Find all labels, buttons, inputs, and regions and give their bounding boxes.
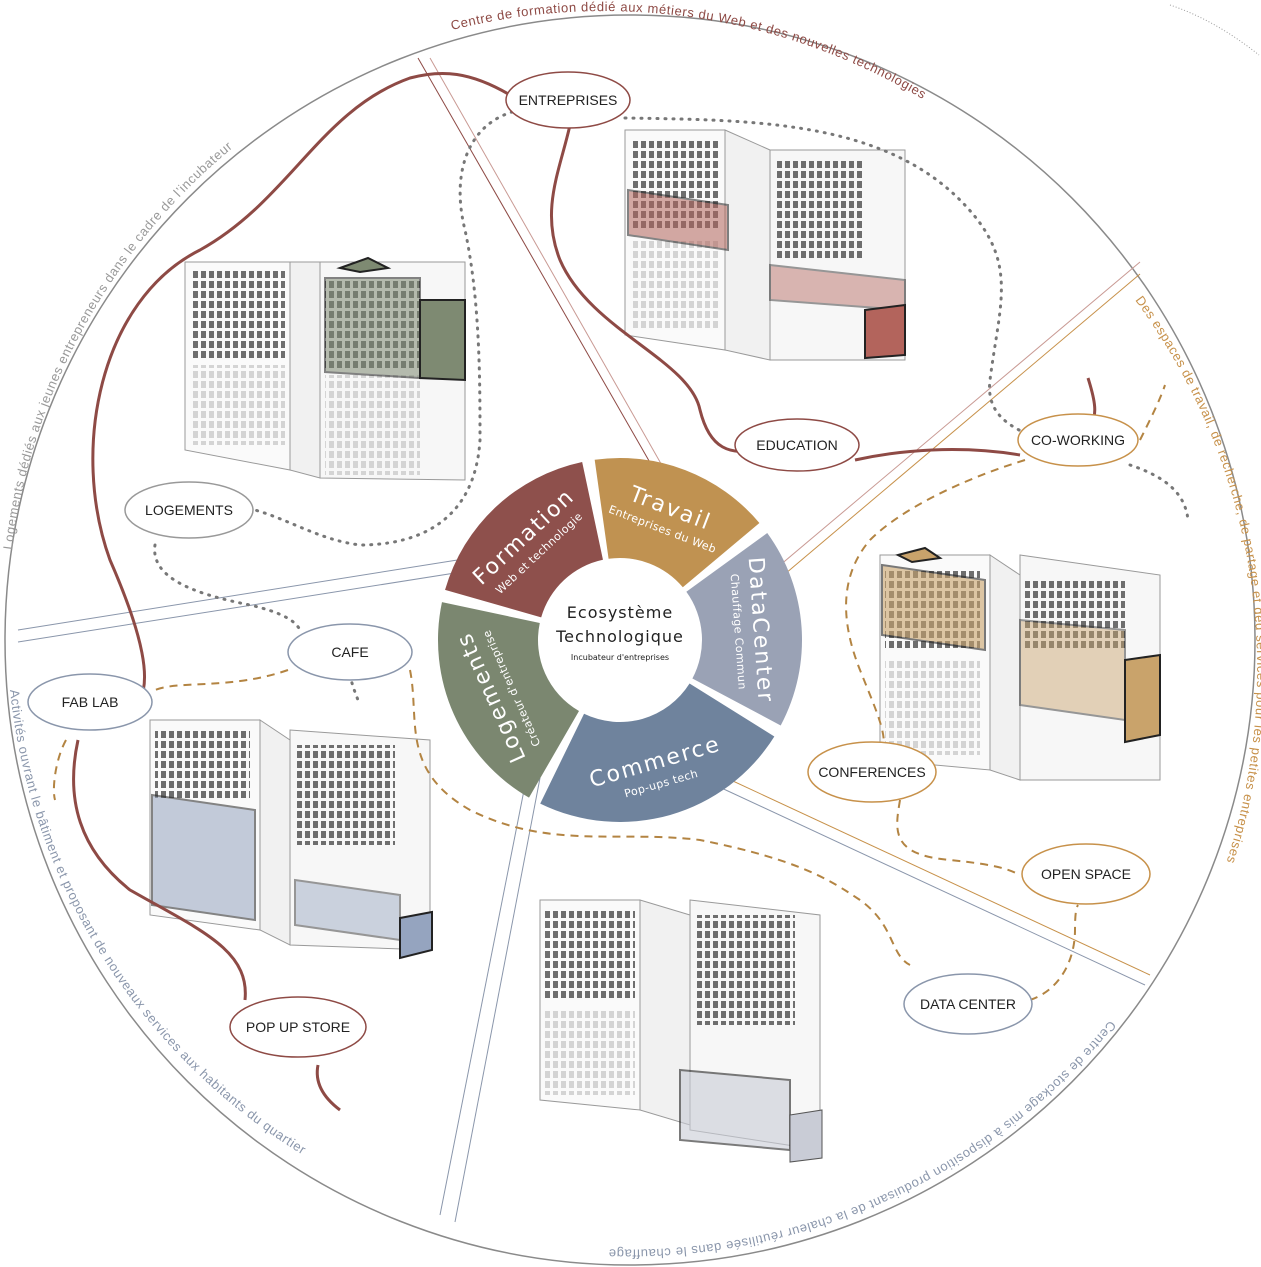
hub-subtitle: Incubateur d'entreprises [571,653,669,662]
path-datacenter-openspace [1029,904,1079,1001]
building-formation [624,129,906,361]
node-cafe[interactable]: CAFE [287,623,413,681]
building-datacenter [539,899,823,1163]
path-logements-cafe [153,543,302,632]
svg-text:CO-WORKING: CO-WORKING [1031,432,1125,448]
svg-text:DATA CENTER: DATA CENTER [920,996,1016,1012]
path-cafe-datacenter [409,669,911,966]
divider-travail-bottom [719,774,1151,976]
node-logements[interactable]: LOGEMENTS [124,481,254,539]
node-popupstore[interactable]: POP UP STORE [229,996,367,1058]
hub-title-line1: Ecosystème [567,603,673,622]
svg-text:CONFERENCES: CONFERENCES [818,764,925,780]
building-travail [879,546,1161,781]
ring-segment-travail[interactable] [594,457,760,588]
corner-dotted-line [1169,4,1260,56]
divider-commerce-top-2 [17,569,475,643]
path-coworking-dots-stub [1128,463,1190,522]
node-datacenter[interactable]: DATA CENTER [903,973,1033,1035]
node-fablab[interactable]: FAB LAB [27,673,153,731]
divider-datacenter-left [439,769,529,1216]
divider-datacenter-left-2 [454,777,541,1223]
svg-text:CAFE: CAFE [331,644,368,660]
divider-commerce-top [17,557,471,631]
path-cafe-fablab [154,669,289,691]
node-education[interactable]: EDUCATION [734,418,860,472]
node-conferences[interactable]: CONFERENCES [807,741,937,803]
path-popup-stub [315,1064,341,1112]
path-entreprises-coworking [623,116,1042,442]
ring-segment-formation[interactable] [445,461,603,618]
divider-formation-left-2 [429,57,669,477]
node-openspace[interactable]: OPEN SPACE [1021,843,1151,905]
svg-text:POP UP STORE: POP UP STORE [246,1019,350,1035]
path-formation-fablab [91,71,516,701]
building-commerce [149,719,433,960]
node-coworking[interactable]: CO-WORKING [1017,413,1139,467]
building-logements [184,256,466,481]
path-entreprises-logements [253,108,522,547]
path-entreprises-education [549,124,761,454]
outer-circle [4,14,1256,1266]
svg-text:FAB LAB: FAB LAB [62,694,119,710]
divider-travail-top-2 [765,273,1141,591]
ring-segment-datacenter[interactable] [686,533,802,726]
path-coworking-conferences [845,459,1026,761]
path-coworking-gold-stub [1139,384,1166,441]
hub: Ecosystème Technologique Incubateur d'en… [542,562,698,718]
path-conferences-openspace [896,799,1021,876]
node-entreprises[interactable]: ENTREPRISES [505,71,631,129]
svg-text:ENTREPRISES: ENTREPRISES [519,92,618,108]
ring-segment-commerce[interactable] [540,683,775,823]
divider-formation-left [417,57,661,481]
svg-text:OPEN SPACE: OPEN SPACE [1041,866,1131,882]
ring-segment-logements[interactable] [438,602,579,798]
svg-text:EDUCATION: EDUCATION [756,437,837,453]
path-cafe-dots-stub [348,673,362,707]
path-fablab-popup [72,739,247,1001]
svg-text:LOGEMENTS: LOGEMENTS [145,502,233,518]
divider-travail-top [759,261,1141,583]
hub-title-line2: Technologique [555,627,684,646]
divider-datacenter-right [714,784,1146,986]
path-education-coworking [854,448,1021,462]
path-fablab-stub [52,739,67,801]
